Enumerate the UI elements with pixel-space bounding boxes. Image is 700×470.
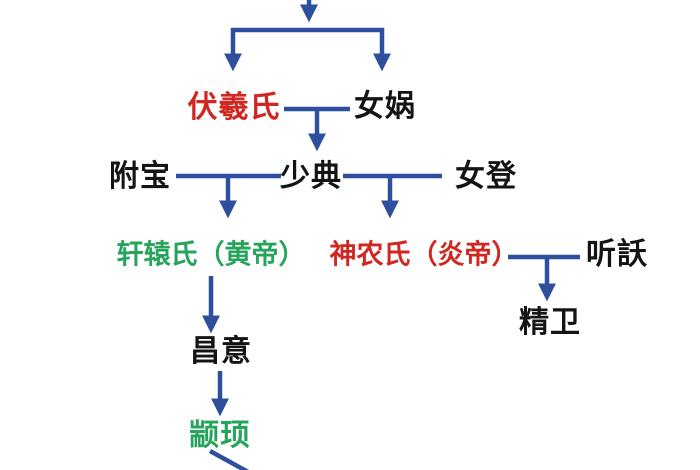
connector-zhuanxu-descendant-line	[208, 449, 250, 470]
node-fubao: 附宝	[109, 160, 171, 193]
node-nuwa: 女娲	[354, 90, 416, 123]
node-xuanyuan-yellow-emperor: 轩辕氏（黄帝）	[116, 239, 306, 270]
node-shennong-yan-emperor: 神农氏（炎帝）	[329, 239, 519, 270]
node-changyi: 昌意	[190, 335, 252, 368]
node-jingwei: 精卫	[519, 306, 581, 339]
node-zhuanxu: 颛顼	[189, 419, 251, 452]
node-nudeng: 女登	[455, 160, 517, 193]
node-tingyao: 听訞	[586, 238, 648, 271]
node-shaodian: 少典	[280, 160, 342, 193]
node-fuxi: 伏羲氏	[187, 91, 281, 124]
